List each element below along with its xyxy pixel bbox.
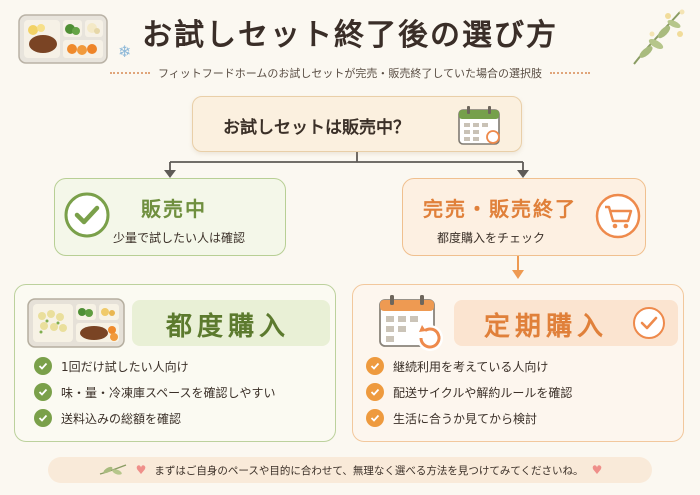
on-sale-description: 少量で試したい人は確認 [113, 231, 246, 245]
calendar-refresh-icon [379, 295, 443, 351]
list-item: 継続利用を考えている人向け [366, 357, 572, 375]
leaf-icon [99, 464, 126, 475]
list-item: 配送サイクルや解約ルールを確認 [366, 383, 572, 401]
snowflake-icon: ❄ [118, 42, 132, 61]
shopping-cart-icon [595, 193, 641, 239]
page-title: お試しセット終了後の選び方 [142, 18, 558, 53]
bento-box-icon [27, 298, 125, 348]
subscription-header: 定期購入 [454, 300, 678, 346]
checkmark-icon [34, 357, 52, 375]
list-item: 生活に合うか見てから検討 [366, 409, 572, 427]
subscription-point-1: 継続利用を考えている人向け [393, 359, 549, 374]
divider-left [110, 72, 150, 74]
subscription-point-2: 配送サイクルや解約ルールを確認 [393, 385, 573, 400]
bento-box-icon [18, 14, 108, 64]
footer-note: ♥ まずはご自身のペースや目的に合わせて、無理なく選べる方法を見つけてみてくださ… [48, 457, 652, 483]
sold-out-box: 完売・販売終了 都度購入をチェック [402, 178, 646, 256]
check-circle-icon [633, 307, 665, 339]
sold-out-description: 都度購入をチェック [437, 231, 546, 245]
one-time-point-3: 送料込みの総額を確認 [61, 411, 182, 426]
checkmark-icon [366, 357, 384, 375]
question-text: お試しセットは販売中？ [223, 118, 410, 138]
question-box: お試しセットは販売中？ [192, 96, 522, 152]
checkmark-icon [34, 409, 52, 427]
one-time-point-2: 味・量・冷凍庫スペースを確認しやすい [61, 385, 276, 400]
checkmark-icon [34, 383, 52, 401]
checkmark-icon [366, 409, 384, 427]
one-time-title: 都度購入 [166, 312, 291, 342]
subtitle-row: フィットフードホームのお試しセットが完売・販売終了していた場合の選択肢 [110, 64, 590, 82]
subscription-points: 継続利用を考えている人向け 配送サイクルや解約ルールを確認 生活に合うか見てから… [366, 357, 572, 427]
list-item: 送料込みの総額を確認 [34, 409, 275, 427]
subscription-title: 定期購入 [484, 312, 609, 342]
one-time-point-1: 1回だけ試したい人向け [61, 359, 189, 374]
checkmark-icon [366, 383, 384, 401]
heart-icon: ♥ [591, 463, 603, 477]
heart-icon: ♥ [135, 463, 147, 477]
subscription-point-3: 生活に合うか見てから検討 [393, 411, 538, 426]
list-item: 味・量・冷凍庫スペースを確認しやすい [34, 383, 275, 401]
one-time-header: 都度購入 [132, 300, 330, 346]
divider-right [550, 72, 590, 74]
list-item: 1回だけ試したい人向け [34, 357, 275, 375]
check-circle-icon [64, 192, 110, 238]
footer-text: まずはご自身のペースや目的に合わせて、無理なく選べる方法を見つけてみてくださいね… [154, 464, 584, 477]
sold-out-title: 完売・販売終了 [423, 197, 577, 221]
page-subtitle: フィットフードホームのお試しセットが完売・販売終了していた場合の選択肢 [157, 67, 543, 80]
on-sale-title: 販売中 [141, 197, 207, 221]
flower-branch-icon [633, 9, 685, 65]
one-time-points: 1回だけ試したい人向け 味・量・冷凍庫スペースを確認しやすい 送料込みの総額を確… [34, 357, 275, 427]
on-sale-box: 販売中 少量で試したい人は確認 [54, 178, 286, 256]
calendar-icon [458, 106, 500, 145]
